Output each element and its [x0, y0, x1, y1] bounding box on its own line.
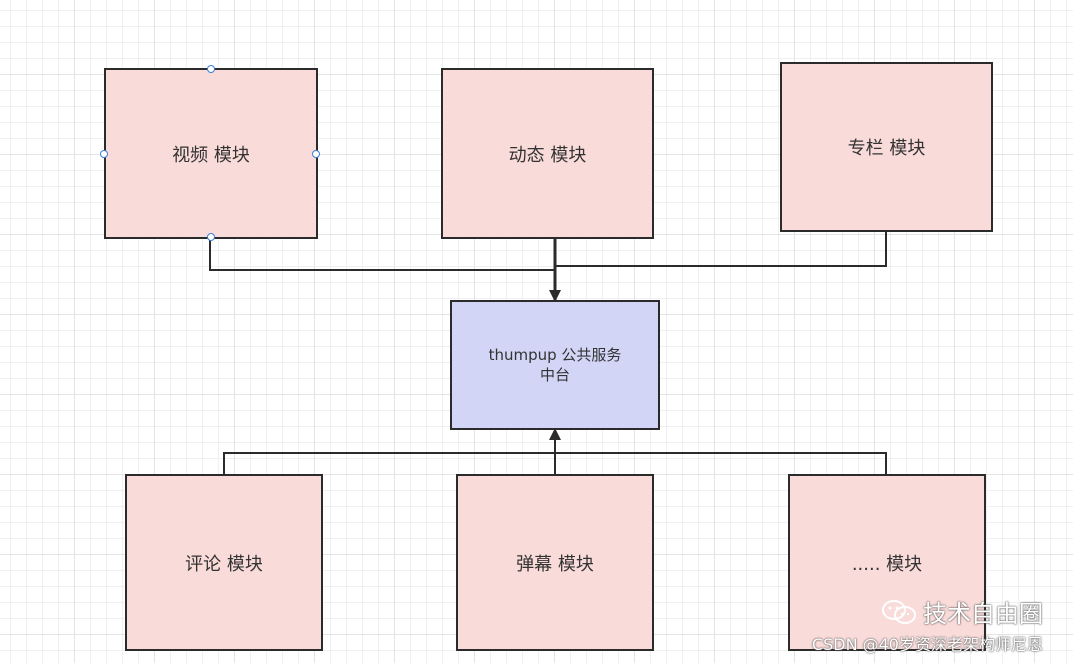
- module-more-label: ..... 模块: [851, 553, 923, 575]
- module-danmaku[interactable]: 弹幕 模块: [456, 474, 654, 651]
- connector-video-to-center[interactable]: [209, 238, 555, 271]
- module-dynamic-label: 动态 模块: [508, 144, 587, 166]
- thumpup-service-box[interactable]: thumpup 公共服务 中台: [450, 300, 660, 430]
- module-more[interactable]: ..... 模块: [788, 474, 986, 651]
- module-danmaku-label: 弹幕 模块: [516, 553, 594, 575]
- wechat-icon: [882, 599, 916, 624]
- module-dynamic[interactable]: 动态 模块: [441, 68, 654, 239]
- watermark-credit: CSDN @40岁资深老架构师尼恩: [811, 635, 1043, 654]
- connector-more-to-center[interactable]: [555, 452, 887, 474]
- module-video-label: 视频 模块: [172, 144, 250, 166]
- thumpup-service-label-line2: 中台: [539, 366, 570, 384]
- module-comment[interactable]: 评论 模块: [125, 474, 323, 651]
- watermark-brand: 技术自由圈: [923, 600, 1043, 628]
- module-column[interactable]: 专栏 模块: [780, 62, 993, 232]
- connector-comment-to-center[interactable]: [223, 452, 555, 474]
- watermark: 技术自由圈 CSDN @40岁资深老架构师尼恩: [812, 594, 1043, 655]
- selection-handle-top[interactable]: [207, 65, 215, 73]
- connector-column-to-center[interactable]: [555, 232, 887, 267]
- selection-handle-right[interactable]: [312, 150, 320, 158]
- selection-handle-left[interactable]: [100, 150, 108, 158]
- module-column-label: 专栏 模块: [847, 138, 926, 159]
- module-comment-label: 评论 模块: [185, 553, 263, 575]
- thumpup-service-label-line1: thumpup 公共服务: [488, 346, 622, 364]
- selection-handle-bottom[interactable]: [207, 233, 215, 241]
- module-video[interactable]: 视频 模块: [100, 65, 320, 241]
